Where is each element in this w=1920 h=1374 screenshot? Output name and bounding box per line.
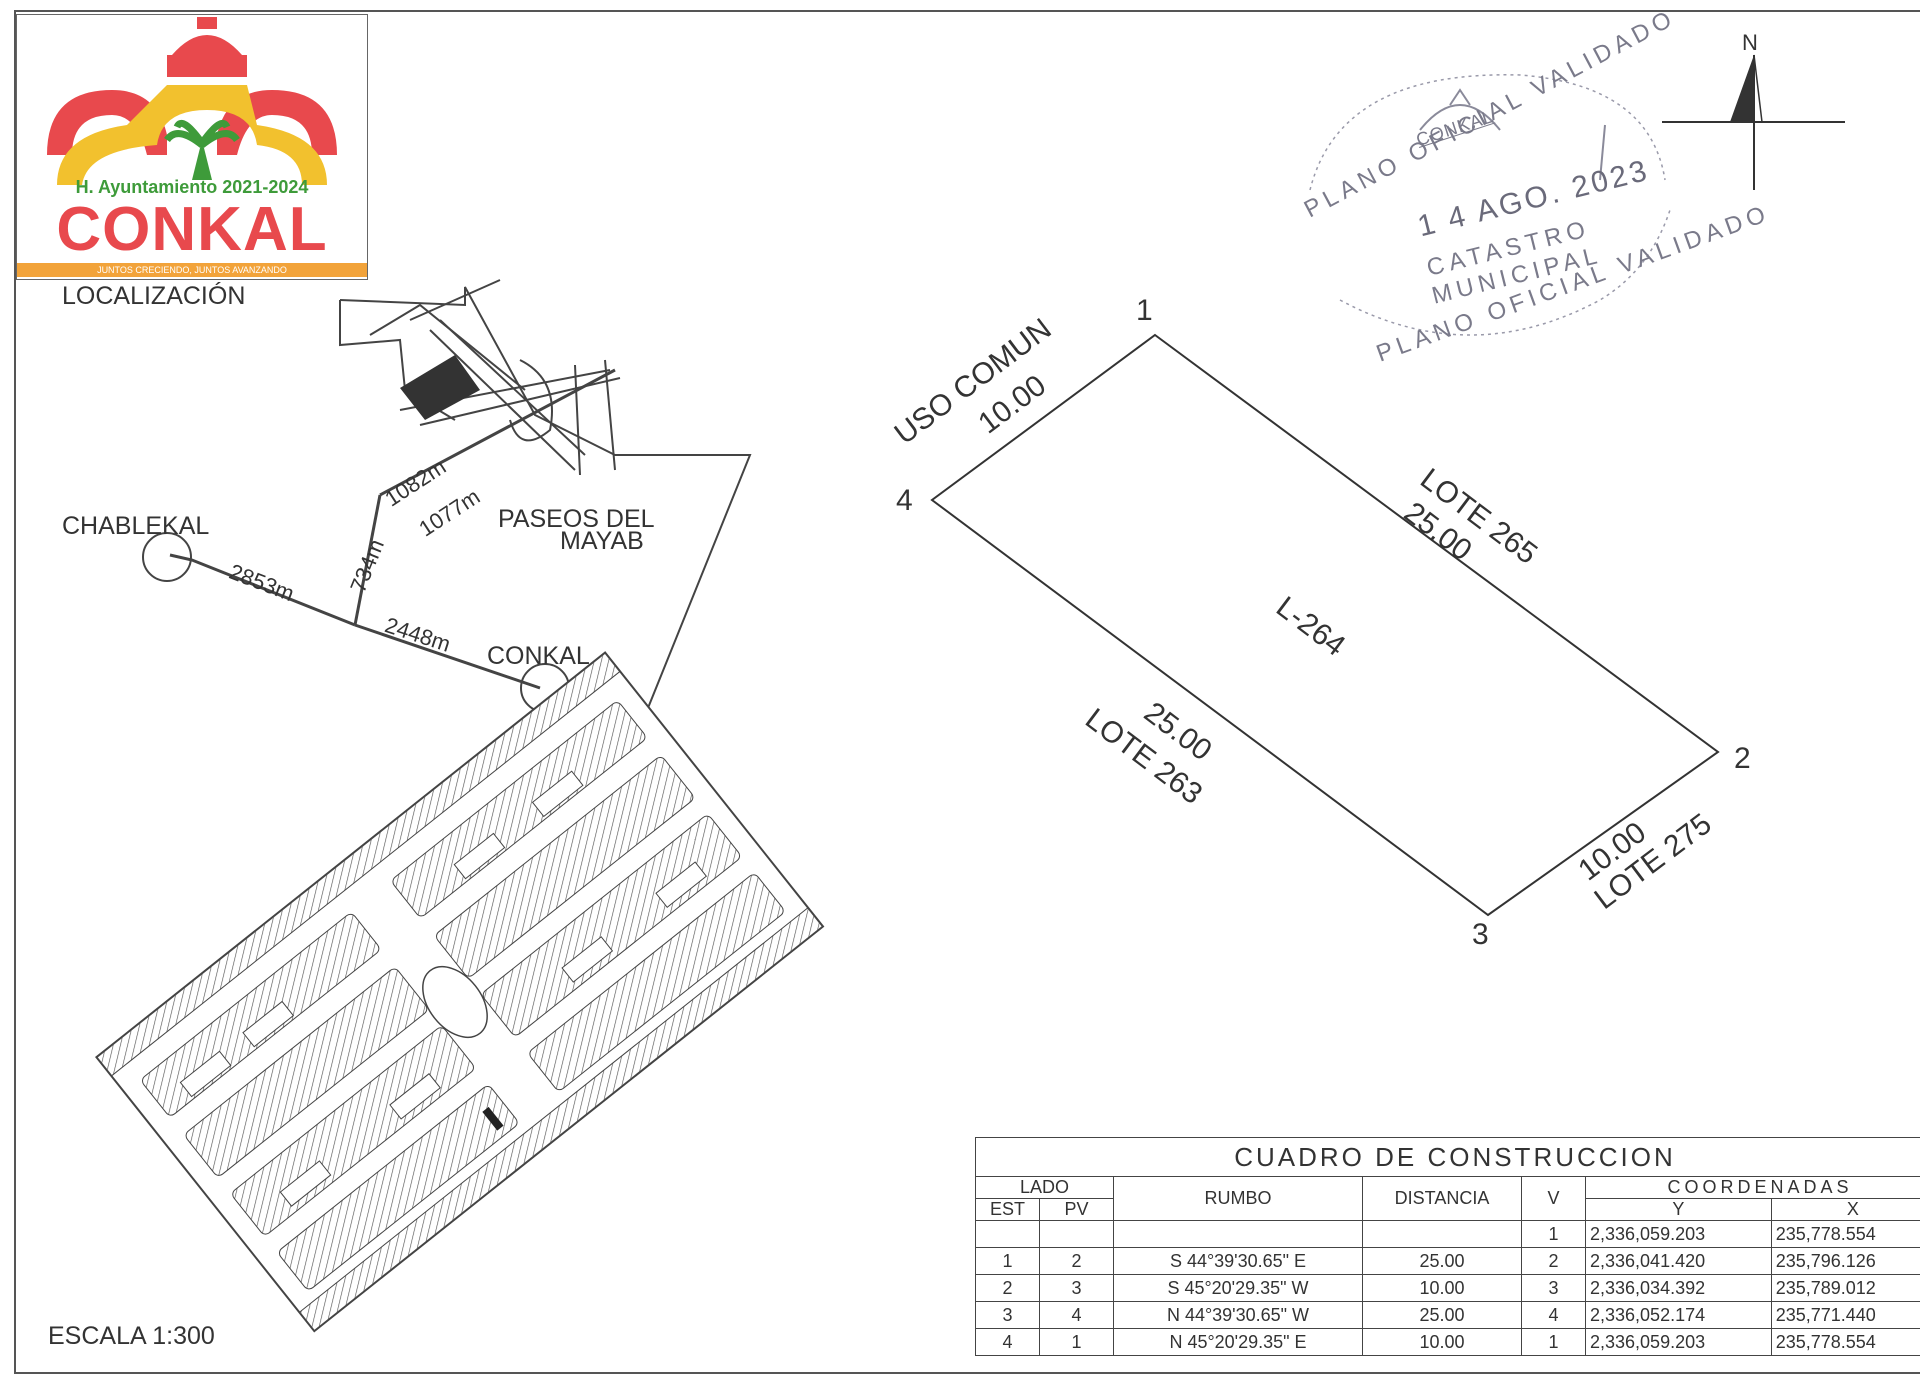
vertex-label: 1 [1136,294,1153,328]
table-header-v: V [1522,1177,1586,1221]
table-cell-dist: 10.00 [1363,1275,1522,1302]
table-cell-pv: 2 [1040,1248,1114,1275]
table-cell-dist [1363,1221,1522,1248]
table-cell-est: 4 [976,1329,1040,1356]
table-header-lado: LADO [976,1177,1114,1199]
vertex-label: 2 [1734,742,1751,776]
table-title: CUADRO DE CONSTRUCCION [976,1138,1920,1177]
table-header-x: X [1771,1199,1920,1221]
table-cell-y: 2,336,034.392 [1586,1275,1772,1302]
table-header-distancia: DISTANCIA [1363,1177,1522,1221]
vertex-label: 4 [896,484,913,518]
table-cell-v: 1 [1522,1221,1586,1248]
table-cell-v: 4 [1522,1302,1586,1329]
table-header-y: Y [1586,1199,1772,1221]
vertex-label: 3 [1472,918,1489,952]
table-cell-dist: 10.00 [1363,1329,1522,1356]
table-cell-y: 2,336,052.174 [1586,1302,1772,1329]
table-cell-v: 3 [1522,1275,1586,1302]
table-cell-rumbo: S 44°39'30.65" E [1114,1248,1363,1275]
table-cell-pv: 3 [1040,1275,1114,1302]
table-cell-rumbo [1114,1221,1363,1248]
table-cell-rumbo: N 44°39'30.65" W [1114,1302,1363,1329]
table-cell-rumbo: S 45°20'29.35" W [1114,1275,1363,1302]
table-cell-x: 235,771.440 [1771,1302,1920,1329]
table-header-rumbo: RUMBO [1114,1177,1363,1221]
table-cell-y: 2,336,041.420 [1586,1248,1772,1275]
table-header-coordenadas: COORDENADAS [1586,1177,1920,1199]
table-cell-pv: 4 [1040,1302,1114,1329]
table-cell-x: 235,789.012 [1771,1275,1920,1302]
table-header-pv: PV [1040,1199,1114,1221]
table-cell-x: 235,778.554 [1771,1221,1920,1248]
table-header-est: EST [976,1199,1040,1221]
table-cell-est [976,1221,1040,1248]
table-cell-pv: 1 [1040,1329,1114,1356]
construction-table: CUADRO DE CONSTRUCCION LADO RUMBO DISTAN… [975,1137,1920,1356]
table-cell-pv [1040,1221,1114,1248]
table-cell-x: 235,778.554 [1771,1329,1920,1356]
table-cell-dist: 25.00 [1363,1248,1522,1275]
table-cell-x: 235,796.126 [1771,1248,1920,1275]
table-cell-y: 2,336,059.203 [1586,1221,1772,1248]
table-cell-est: 1 [976,1248,1040,1275]
table-cell-est: 2 [976,1275,1040,1302]
table-cell-rumbo: N 45°20'29.35" E [1114,1329,1363,1356]
table-cell-v: 2 [1522,1248,1586,1275]
table-cell-est: 3 [976,1302,1040,1329]
table-cell-v: 1 [1522,1329,1586,1356]
table-cell-y: 2,336,059.203 [1586,1329,1772,1356]
table-cell-dist: 25.00 [1363,1302,1522,1329]
